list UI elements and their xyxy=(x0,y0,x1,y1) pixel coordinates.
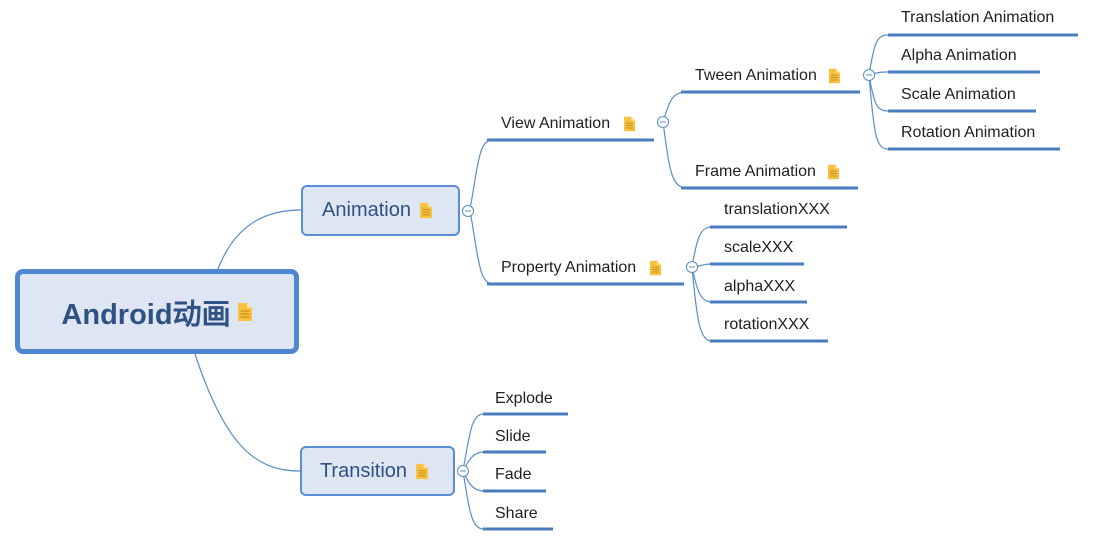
collapse-toggle-icon[interactable] xyxy=(863,69,875,81)
note-icon[interactable] xyxy=(623,116,636,132)
collapse-toggle-icon[interactable] xyxy=(657,116,669,128)
topic-animation-label: Animation xyxy=(322,199,411,221)
connector-property-rotationxxx xyxy=(691,266,713,342)
topic-rotationxxx[interactable]: rotationXXX xyxy=(724,316,810,333)
note-icon[interactable] xyxy=(827,164,840,180)
connector-root-animation xyxy=(217,209,302,270)
topic-tween-animation-label: Tween Animation xyxy=(695,67,817,84)
root-topic[interactable]: Android动画 xyxy=(15,269,299,354)
collapse-toggle-icon[interactable] xyxy=(462,205,474,217)
note-icon[interactable] xyxy=(828,68,841,84)
topic-frame-animation[interactable]: Frame Animation xyxy=(695,162,840,182)
note-icon[interactable] xyxy=(649,260,662,276)
topic-fade[interactable]: Fade xyxy=(495,466,532,483)
collapse-toggle-icon[interactable] xyxy=(686,261,698,273)
connector-property-translationxxx xyxy=(691,226,713,268)
connector-transition-share xyxy=(462,470,485,530)
connector-tween-translation xyxy=(868,34,889,76)
note-icon[interactable] xyxy=(415,463,429,480)
topic-transition[interactable]: Transition xyxy=(300,446,455,496)
connector-root-transition xyxy=(194,353,301,472)
note-icon[interactable] xyxy=(419,202,433,219)
topic-alphaxxx[interactable]: alphaXXX xyxy=(724,278,796,295)
topic-explode[interactable]: Explode xyxy=(495,390,553,407)
topic-alpha-animation[interactable]: Alpha Animation xyxy=(901,47,1017,64)
note-icon[interactable] xyxy=(237,302,253,322)
topic-frame-animation-label: Frame Animation xyxy=(695,163,816,180)
topic-view-animation-label: View Animation xyxy=(501,115,611,132)
connector-transition-explode xyxy=(462,413,485,472)
topic-animation[interactable]: Animation xyxy=(301,185,460,236)
topic-property-animation[interactable]: Property Animation xyxy=(501,258,662,278)
connector-view-frame xyxy=(662,121,689,189)
topic-share[interactable]: Share xyxy=(495,505,538,522)
connector-animation-property xyxy=(469,209,496,285)
connector-tween-scale xyxy=(868,74,889,112)
connector-tween-rotation xyxy=(868,74,889,150)
topic-translation-animation[interactable]: Translation Animation xyxy=(901,9,1055,26)
topic-scalexxx[interactable]: scaleXXX xyxy=(724,239,794,256)
topic-scale-animation[interactable]: Scale Animation xyxy=(901,86,1016,103)
topic-view-animation[interactable]: View Animation xyxy=(501,114,636,134)
topic-tween-animation[interactable]: Tween Animation xyxy=(695,66,841,86)
topic-property-animation-label: Property Animation xyxy=(501,259,637,276)
root-topic-label: Android动画 xyxy=(61,298,231,331)
topic-transition-label: Transition xyxy=(319,459,408,482)
connector-animation-view xyxy=(469,139,496,211)
topic-slide[interactable]: Slide xyxy=(495,428,531,445)
topic-translationxxx[interactable]: translationXXX xyxy=(724,201,830,218)
topic-rotation-animation[interactable]: Rotation Animation xyxy=(901,124,1036,141)
collapse-toggle-icon[interactable] xyxy=(457,465,469,477)
